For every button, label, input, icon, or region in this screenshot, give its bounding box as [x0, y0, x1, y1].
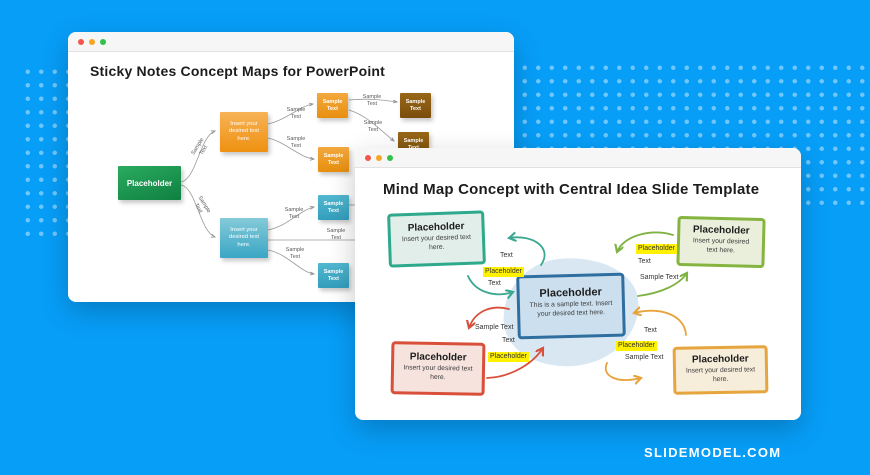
edge-label: Sample Text: [363, 120, 383, 133]
edge-label-text: Text: [500, 252, 513, 259]
mind-map-node-top-right: Placeholder Insert your desired text her…: [676, 215, 766, 269]
edge-label: Sample Text: [284, 207, 304, 220]
sticky-note-teal-1: Sample Text: [318, 195, 349, 220]
edge-label-text: Text: [638, 258, 651, 265]
window-chrome: [355, 148, 801, 168]
window-mind-map: Mind Map Concept with Central Idea Slide…: [355, 148, 801, 420]
sticky-note-teal-2: Sample Text: [318, 263, 349, 288]
zoom-button[interactable]: [100, 38, 106, 45]
edge-label-highlight: Placeholder: [483, 267, 524, 277]
edge-label-highlight: Placeholder: [616, 341, 657, 351]
minimize-button[interactable]: [89, 38, 95, 45]
window-chrome: [68, 32, 514, 52]
edge-label: Sample Text: [326, 228, 346, 241]
sticky-note-orange-2: Sample Text: [318, 147, 349, 172]
edge-label-sample: Sample Text: [625, 354, 664, 361]
sticky-note-orange-1: Sample Text: [317, 93, 348, 118]
close-button[interactable]: [78, 38, 84, 45]
center-title: Placeholder: [539, 286, 602, 300]
edge-label-sample: Sample Text: [475, 324, 514, 331]
page-title: Sticky Notes Concept Maps for PowerPoint: [90, 63, 386, 79]
node-title: Placeholder: [692, 224, 750, 237]
zoom-button[interactable]: [387, 154, 393, 161]
edge-label-text: Text: [644, 327, 657, 334]
root-node: Placeholder: [118, 166, 181, 200]
close-button[interactable]: [365, 154, 371, 161]
edge-label-text: Text: [488, 280, 501, 287]
edge-label: Sample Text: [193, 195, 212, 215]
brand-watermark: SLIDEMODEL.COM: [644, 445, 782, 460]
edge-label: Sample Text: [286, 136, 306, 149]
mind-map-node-bottom-right: Placeholder Insert your desired text her…: [672, 345, 769, 395]
node-body: Insert your desired text here.: [403, 364, 473, 381]
edge-label: Sample Text: [285, 247, 305, 260]
edge-label: Sample Text: [190, 137, 209, 157]
edge-label-sample: Sample Text: [640, 274, 679, 281]
node-body: Insert your desired text here.: [401, 233, 472, 252]
node-title: Placeholder: [407, 221, 465, 234]
edge-label-highlight: Placeholder: [488, 352, 529, 362]
edge-label: Sample Text: [362, 94, 382, 107]
branch-node-blue: Insert your desired text here.: [220, 218, 268, 258]
edge-label-text: Text: [502, 337, 515, 344]
sticky-note-brown-1: Sample Text: [400, 93, 431, 118]
mind-map-center-node: Placeholder This is a sample text. Inser…: [516, 272, 626, 340]
mind-map-node-top-left: Placeholder Insert your desired text her…: [387, 210, 486, 268]
page-title: Mind Map Concept with Central Idea Slide…: [383, 181, 760, 198]
minimize-button[interactable]: [376, 154, 382, 161]
node-title: Placeholder: [691, 353, 749, 366]
center-body: This is a sample text. Insert your desir…: [529, 299, 613, 318]
node-body: Insert your desired text here.: [692, 237, 750, 255]
branch-node-orange: Insert your desired text here.: [220, 112, 268, 152]
edge-label-highlight: Placeholder: [636, 244, 677, 254]
dot-pattern-left: [21, 65, 75, 237]
node-body: Insert your desired text here.: [685, 366, 756, 383]
node-title: Placeholder: [409, 351, 467, 364]
edge-label: Sample Text: [286, 107, 306, 120]
mind-map-node-bottom-left: Placeholder Insert your desired text her…: [390, 341, 486, 396]
